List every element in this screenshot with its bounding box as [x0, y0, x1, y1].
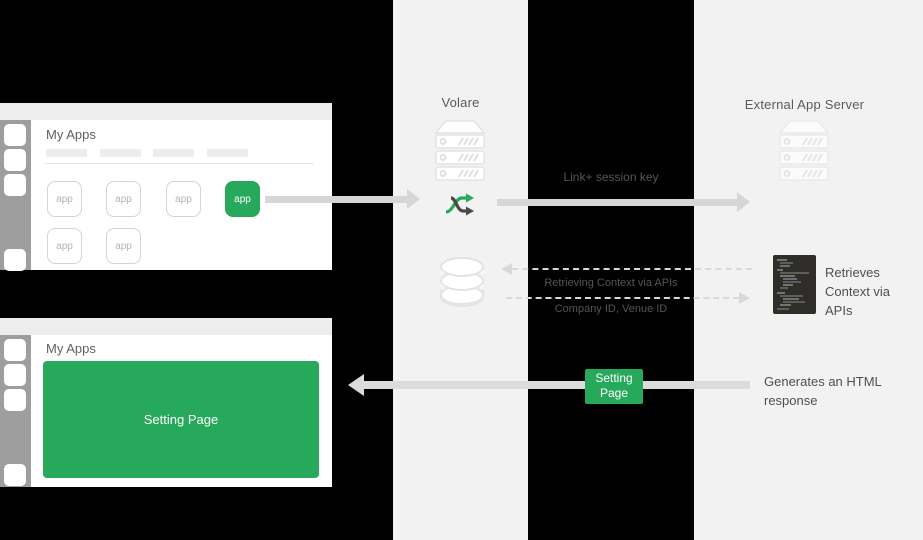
note-generates-html: Generates an HTML response — [764, 374, 882, 408]
app-tile[interactable]: app — [47, 228, 82, 264]
sidebar-nav-square[interactable] — [4, 249, 26, 271]
flow-arrow-app-to-volare — [265, 196, 407, 203]
arrowhead-left-icon — [501, 263, 512, 275]
window-chrome — [0, 318, 332, 335]
app-tile-label: app — [115, 240, 132, 252]
arrowhead-right-icon — [739, 292, 750, 304]
sidebar-nav-square[interactable] — [4, 149, 26, 171]
shuffle-icon — [445, 193, 474, 216]
dashed-arrow-external-to-database — [512, 268, 752, 270]
arrowhead-right-icon — [737, 192, 750, 212]
divider — [44, 163, 314, 164]
window-chrome — [0, 103, 332, 120]
window-sidebar — [0, 335, 31, 487]
database-icon — [440, 257, 484, 307]
setting-page-panel: Setting Page — [43, 361, 319, 478]
app-tile-label: app — [175, 193, 192, 205]
filter-placeholder-bar — [207, 149, 248, 157]
flow-arrow-volare-to-external — [497, 199, 737, 206]
setting-page-badge: Setting Page — [585, 369, 643, 404]
setting-page-panel-label: Setting Page — [143, 412, 219, 427]
filter-placeholder-bar — [46, 149, 87, 157]
app-tile[interactable]: app — [106, 181, 141, 217]
sidebar-nav-square[interactable] — [4, 174, 26, 196]
sidebar-nav-square[interactable] — [4, 364, 26, 386]
flow-arrow-external-to-app — [364, 381, 750, 389]
sidebar-nav-square[interactable] — [4, 124, 26, 146]
app-window-my-apps: My Apps app app app app app app — [0, 103, 332, 271]
dashed-arrow-database-to-external — [506, 297, 739, 299]
app-tile-label: app — [234, 193, 251, 205]
app-tile[interactable]: app — [47, 181, 82, 217]
code-file-icon — [773, 255, 816, 314]
arrowhead-left-icon — [348, 374, 364, 396]
arrowhead-right-icon — [407, 189, 420, 209]
sidebar-nav-square[interactable] — [4, 339, 26, 361]
filter-placeholder-bar — [100, 149, 141, 157]
window-sidebar — [0, 120, 31, 271]
filter-placeholder-bar — [153, 149, 194, 157]
server-rack-icon — [778, 120, 830, 181]
app-tile-active[interactable]: app — [225, 181, 260, 217]
sidebar-nav-square[interactable] — [4, 389, 26, 411]
page-title: My Apps — [46, 341, 96, 356]
note-retrieves-context: Retrieves Context via APIs — [825, 265, 891, 318]
flow-label-company-venue-id: Company ID, Venue ID — [554, 303, 668, 315]
app-tile-label: app — [56, 193, 73, 205]
volare-label: Volare — [441, 95, 480, 110]
external-app-server-label: External App Server — [744, 97, 865, 112]
flow-label-link-session-key: Link+ session key — [563, 170, 659, 184]
app-tile[interactable]: app — [106, 228, 141, 264]
server-rack-icon — [434, 120, 486, 181]
page-title: My Apps — [46, 127, 96, 142]
app-tile-label: app — [56, 240, 73, 252]
app-tile[interactable]: app — [166, 181, 201, 217]
sidebar-nav-square[interactable] — [4, 464, 26, 486]
flow-label-retrieving-context: Retrieving Context via APIs — [544, 277, 678, 289]
app-window-setting-page: My Apps Setting Page — [0, 318, 332, 487]
app-tile-label: app — [115, 193, 132, 205]
